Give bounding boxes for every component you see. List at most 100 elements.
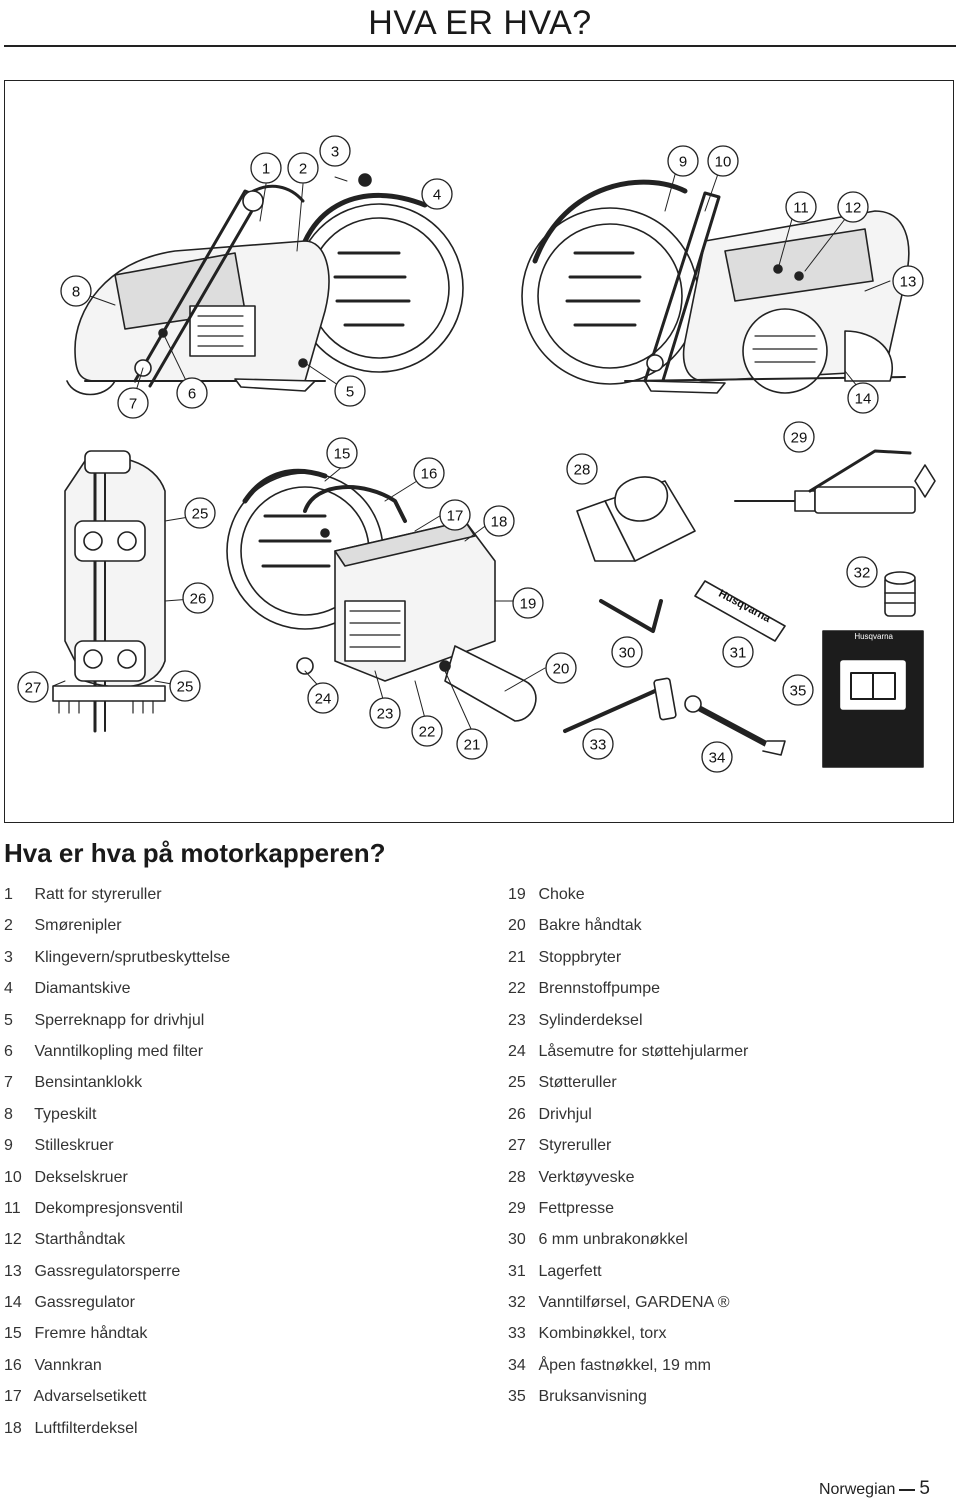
callout-marker: 5	[334, 375, 366, 407]
part-list-item: 34 Åpen fastnøkkel, 19 mm	[508, 1355, 748, 1386]
manual-illustration: Husqvarna	[822, 630, 924, 768]
callout-number: 27	[25, 680, 42, 697]
part-number: 34	[508, 1356, 526, 1374]
callout-number: 30	[619, 645, 636, 662]
callout-number: 24	[315, 691, 332, 708]
callout-marker: 11	[785, 191, 817, 223]
callout-marker: 1	[250, 152, 282, 184]
callout-marker: 2	[287, 152, 319, 184]
part-list-item: 23 Sylinderdeksel	[508, 1010, 748, 1041]
section-heading: Hva er hva på motorkapperen?	[4, 838, 386, 868]
callout-number: 35	[790, 683, 807, 700]
callout-number: 22	[419, 724, 436, 741]
part-number: 29	[508, 1199, 526, 1217]
callout-number: 15	[334, 446, 351, 463]
part-number: 23	[508, 1011, 526, 1029]
title-divider	[4, 45, 956, 47]
callout-number: 14	[855, 391, 872, 408]
part-number: 27	[508, 1137, 526, 1155]
callout-number: 20	[553, 661, 570, 678]
part-list-item: 22 Brennstoffpumpe	[508, 978, 748, 1009]
callout-number: 19	[520, 596, 537, 613]
part-list-item: 3 Klingevern/sprutbeskyttelse	[4, 947, 230, 978]
part-number: 20	[508, 917, 526, 935]
part-number: 10	[4, 1168, 22, 1186]
callout-marker: 30	[611, 636, 643, 668]
part-label: Drivhjul	[534, 1105, 592, 1123]
callout-number: 29	[791, 430, 808, 447]
part-label: Luftfilterdeksel	[30, 1419, 138, 1437]
part-list-item: 21 Stoppbryter	[508, 947, 748, 978]
callout-marker: 32	[846, 556, 878, 588]
callout-number: 13	[900, 274, 917, 291]
machine-side-view-left	[66, 173, 464, 396]
part-number: 33	[508, 1325, 526, 1343]
callout-marker: 7	[117, 387, 149, 419]
callout-number: 32	[854, 565, 871, 582]
callout-number: 4	[433, 187, 441, 204]
callout-number: 17	[447, 508, 464, 525]
callout-number: 21	[464, 737, 481, 754]
callout-number: 2	[299, 161, 307, 178]
callout-number: 26	[190, 591, 207, 608]
torx-key-illustration	[563, 677, 677, 733]
callout-number: 8	[72, 284, 80, 301]
part-list-item: 32 Vanntilførsel, GARDENA ®	[508, 1292, 748, 1323]
part-label: Typeskilt	[30, 1105, 97, 1123]
callout-number: 18	[491, 514, 508, 531]
part-list-item: 1 Ratt for styreruller	[4, 884, 230, 915]
callout-number: 25	[177, 679, 194, 696]
part-list-item: 16 Vannkran	[4, 1355, 230, 1386]
leader-lines-2	[664, 170, 891, 387]
part-number: 1	[4, 886, 13, 903]
grease-gun-illustration	[734, 449, 936, 514]
part-number: 15	[4, 1325, 22, 1343]
part-number: 8	[4, 1105, 13, 1123]
callout-marker: 18	[483, 505, 515, 537]
callout-marker: 13	[892, 265, 924, 297]
callout-number: 33	[590, 737, 607, 754]
callout-marker: 14	[847, 382, 879, 414]
part-number: 28	[508, 1168, 526, 1186]
machine-side-view-right	[521, 179, 910, 394]
callout-number: 9	[679, 154, 687, 171]
footer-language: Norwegian	[818, 1481, 896, 1498]
allen-key-illustration	[599, 599, 663, 633]
part-list-item: 26 Drivhjul	[508, 1104, 748, 1135]
machine-three-quarter-view	[226, 468, 537, 722]
part-label: Diamantskive	[30, 980, 131, 998]
callout-marker: 25	[169, 670, 201, 702]
callout-marker: 12	[837, 191, 869, 223]
water-connector-illustration	[884, 571, 916, 617]
part-list-item: 10 Dekselskruer	[4, 1167, 230, 1198]
callout-number: 28	[574, 462, 591, 479]
callout-marker: 19	[512, 587, 544, 619]
part-label: 6 mm unbrakonøkkel	[534, 1231, 688, 1249]
part-list-item: 2 Smørenipler	[4, 915, 230, 946]
part-list-item: 13 Gassregulatorsperre	[4, 1261, 230, 1292]
part-list-item: 19 Choke	[508, 884, 748, 915]
part-list-item: 30 6 mm unbrakonøkkel	[508, 1229, 748, 1260]
part-number: 31	[508, 1262, 526, 1280]
part-number: 22	[508, 980, 526, 998]
part-label: Stilleskruer	[30, 1137, 114, 1155]
callout-marker: 25	[184, 497, 216, 529]
part-number: 16	[4, 1356, 22, 1374]
part-list-item: 35 Bruksanvisning	[508, 1386, 748, 1417]
part-list-item: 6 Vanntilkopling med filter	[4, 1041, 230, 1072]
part-label: Bakre håndtak	[534, 917, 642, 935]
callout-marker: 35	[782, 674, 814, 706]
part-list-item: 15 Fremre håndtak	[4, 1323, 230, 1354]
callout-marker: 10	[707, 145, 739, 177]
part-label: Bruksanvisning	[534, 1388, 647, 1406]
callout-marker: 3	[319, 135, 351, 167]
part-label: Vanntilførsel, GARDENA ®	[534, 1294, 730, 1312]
callout-marker: 28	[566, 453, 598, 485]
manual-brand-label: Husqvarna	[854, 632, 893, 641]
part-label: Fremre håndtak	[30, 1325, 148, 1343]
callout-number: 25	[192, 506, 209, 523]
callout-marker: 33	[582, 728, 614, 760]
part-list-item: 20 Bakre håndtak	[508, 915, 748, 946]
part-list-item: 14 Gassregulator	[4, 1292, 230, 1323]
